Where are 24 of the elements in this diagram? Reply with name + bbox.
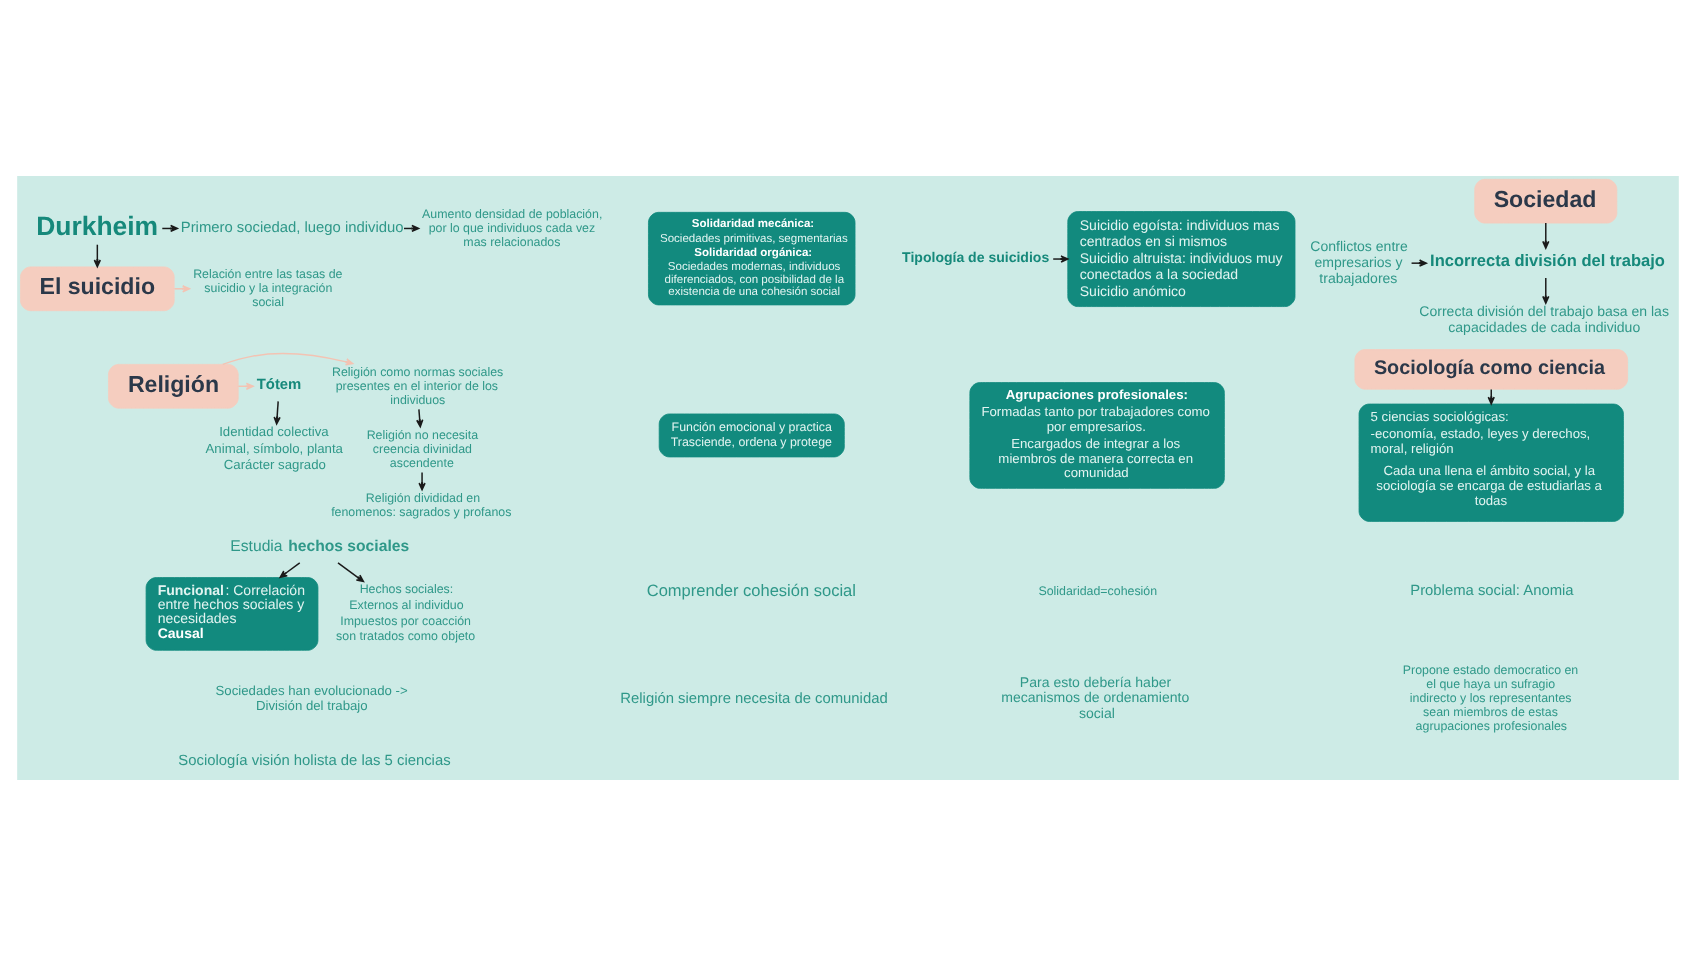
node-text: Tótem [256, 374, 302, 393]
arrow [337, 561, 365, 582]
arrow [273, 399, 281, 424]
arrow [1542, 276, 1550, 303]
node-text: Estudia hechos sociales [230, 536, 410, 555]
node-text: Durkheim [36, 209, 159, 240]
node-text: Incorrecta división del trabajo [1430, 251, 1665, 270]
node-box: Sociología como ciencia [1354, 348, 1628, 389]
arrow [1410, 258, 1427, 266]
arrow [173, 284, 191, 292]
arrow [416, 407, 424, 427]
label: Religión siempre necesita de comunidad [620, 687, 888, 706]
node-box: El suicidio [20, 265, 175, 311]
label: Comprender cohesión social [646, 580, 856, 599]
node-box: Sociedad [1474, 177, 1618, 223]
arrow [1542, 221, 1550, 248]
node-text: Primero sociedad, luego individuo [180, 217, 404, 236]
arrow [418, 470, 426, 490]
node-box: Religión [108, 362, 239, 408]
arrow [221, 351, 354, 365]
label: Problema social: Anomia [1410, 580, 1574, 599]
arrow [1052, 254, 1069, 262]
label: Sociología visión holista de las 5 ciencias [178, 750, 451, 769]
arrow [279, 561, 301, 578]
